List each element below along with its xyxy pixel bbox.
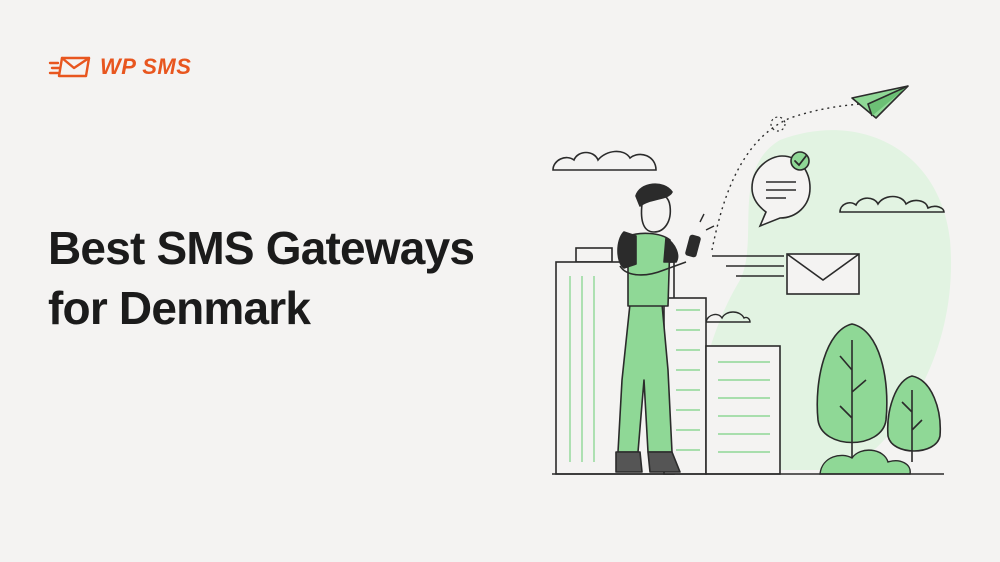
phone-icon: [699, 213, 715, 231]
bush: [819, 449, 911, 475]
title-line-2: for Denmark: [48, 282, 311, 334]
cloud-icon: [839, 195, 945, 213]
brand-name: WP SMS: [100, 54, 192, 79]
checkmark-icon: [790, 151, 810, 171]
sms-illustration: [552, 85, 952, 475]
cloud-icon: [705, 311, 751, 323]
cloud-icon: [552, 150, 657, 171]
building-lines: [569, 276, 770, 462]
chat-bubble-icon: [751, 155, 811, 228]
title-line-1: Best SMS Gateways: [48, 222, 475, 274]
flight-loop: [770, 116, 786, 132]
brand-logo: WP SMS: [48, 54, 191, 80]
envelope-icon: [712, 253, 860, 295]
envelope-speed-icon: [48, 56, 91, 78]
page-title: Best SMS Gateways for Denmark: [48, 218, 518, 338]
paper-plane-icon: [851, 85, 909, 119]
person: [615, 183, 701, 473]
tree: [816, 323, 942, 462]
